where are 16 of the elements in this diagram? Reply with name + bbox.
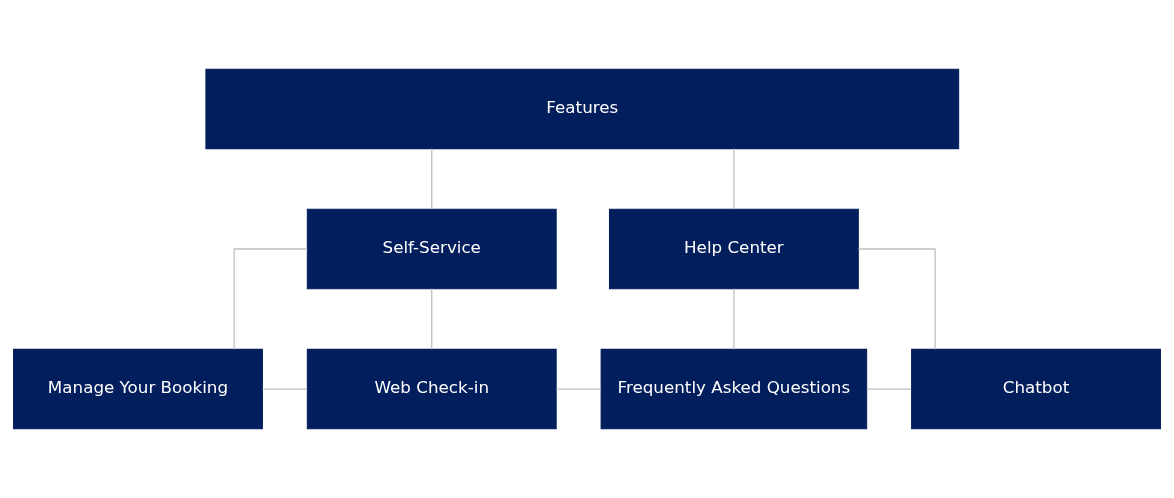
connector — [866, 388, 912, 390]
node-box: Web Check-in — [306, 348, 557, 430]
node-box: Self-Service — [306, 208, 557, 290]
connector — [431, 148, 433, 210]
connector — [233, 248, 308, 350]
connector — [733, 148, 735, 210]
connector — [261, 388, 308, 390]
connector — [857, 248, 936, 350]
connector — [733, 288, 735, 350]
connector — [555, 388, 602, 390]
node-box: Features — [205, 68, 960, 150]
connector — [431, 288, 433, 350]
node-box: Frequently Asked Questions — [600, 348, 868, 430]
node-box: Manage Your Booking — [13, 348, 263, 430]
node-box: Help Center — [608, 208, 859, 290]
node-box: Chatbot — [911, 348, 1161, 430]
